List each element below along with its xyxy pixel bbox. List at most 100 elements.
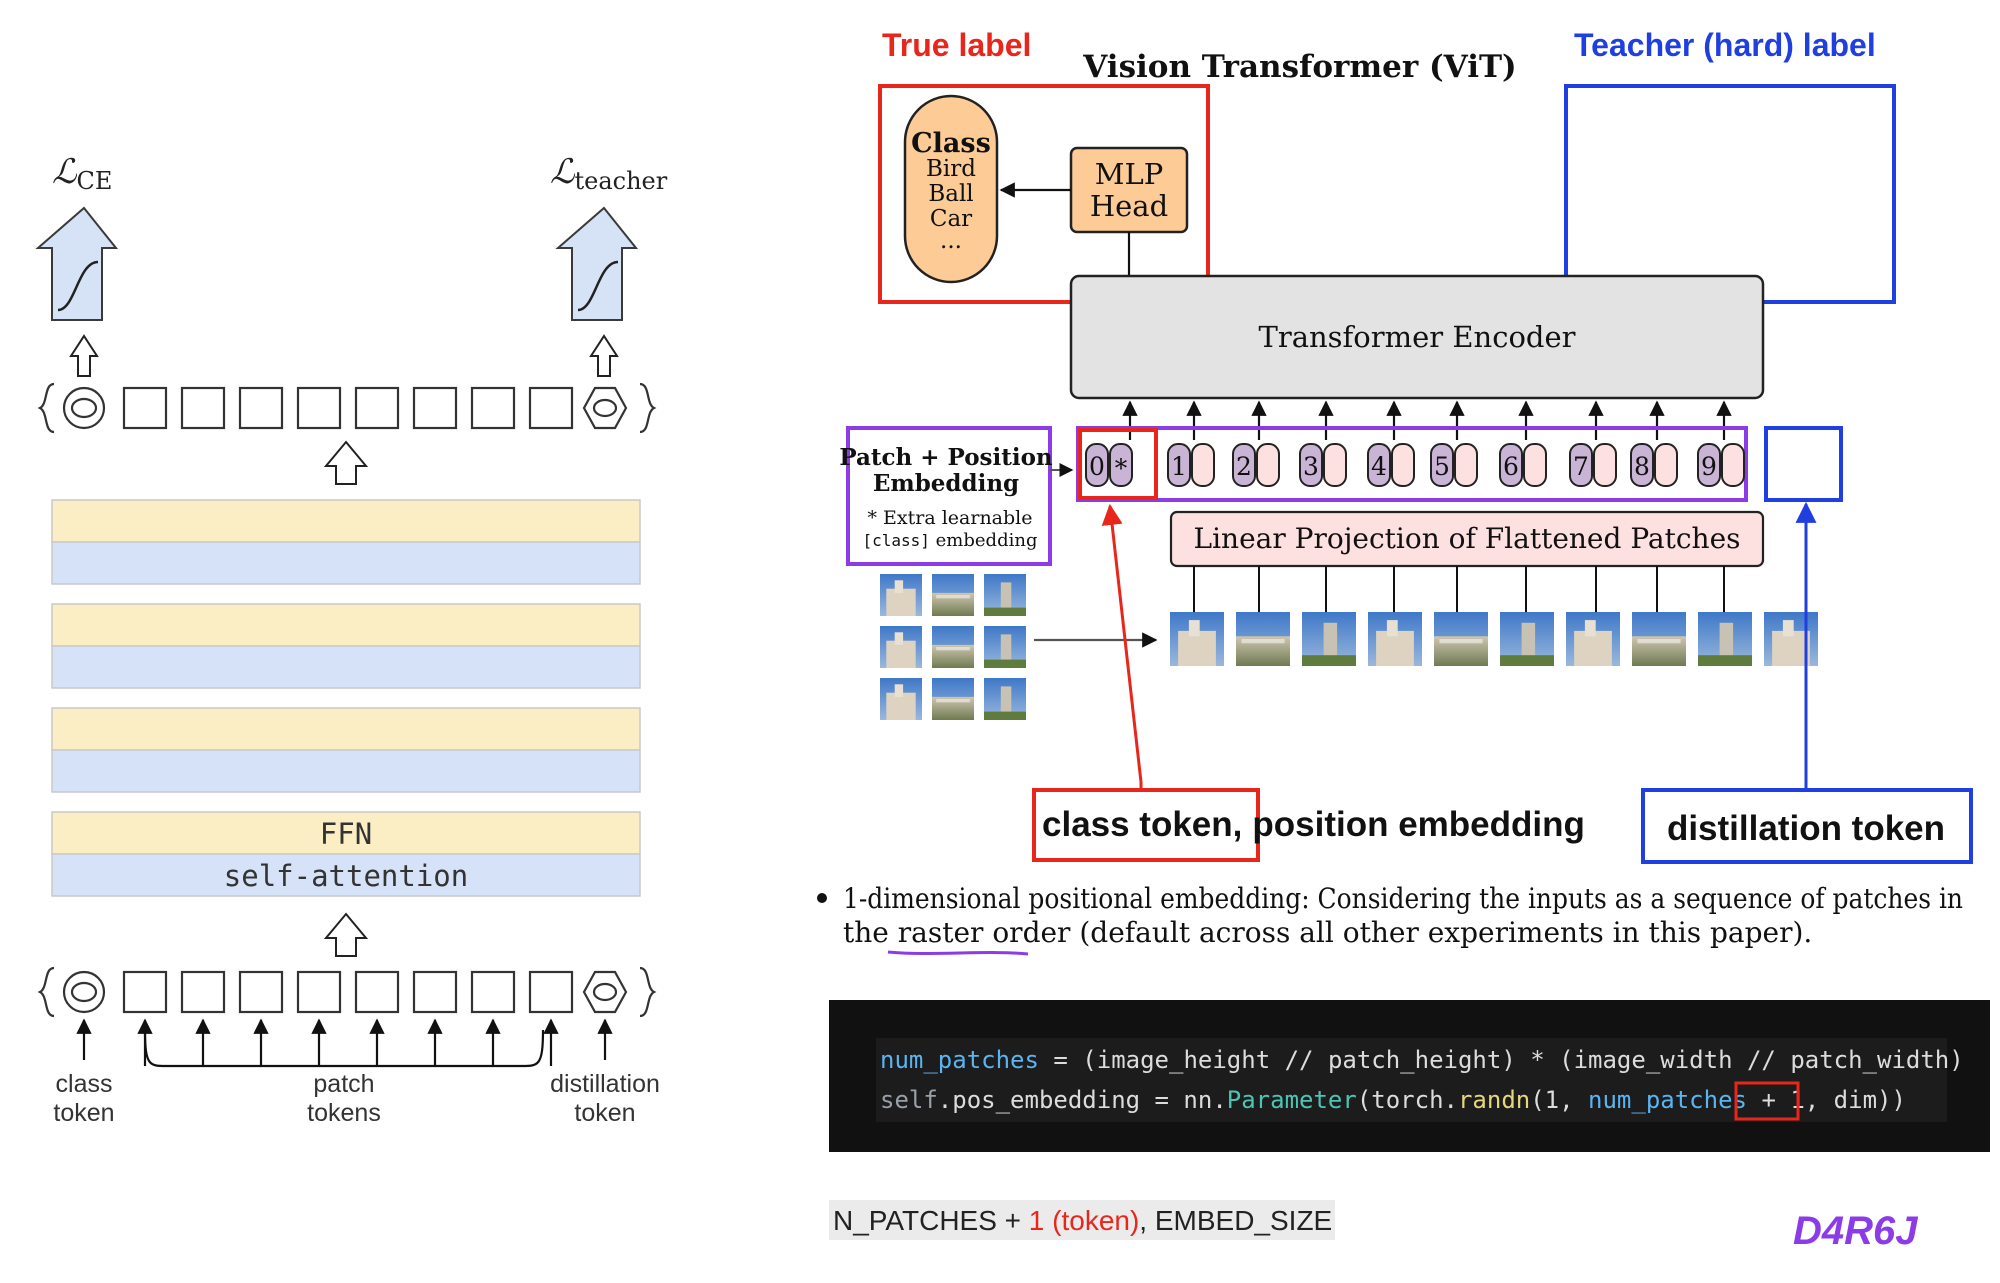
position-number: 3 xyxy=(1303,452,1319,481)
true-label-box xyxy=(878,84,1210,304)
patch-token-icon xyxy=(354,386,400,430)
linear-projection-box xyxy=(1169,510,1765,568)
up-arrow-icon xyxy=(323,912,369,957)
patch-token-icon xyxy=(470,386,516,430)
patch-token-icon xyxy=(296,386,342,430)
loss-teacher-label: ℒteacher xyxy=(550,152,668,195)
distillation-token-slot xyxy=(1764,426,1843,502)
image-patch xyxy=(932,574,974,616)
deit-diagram: ℒCE ℒteacher xyxy=(35,152,668,1127)
source-image-grid xyxy=(880,574,1026,720)
ffn-label: FFN xyxy=(320,817,372,851)
up-arrow-icon xyxy=(323,440,369,485)
patch-position-title: Embedding xyxy=(873,470,1019,497)
plus-one-highlight xyxy=(1734,1081,1800,1121)
position-number: 8 xyxy=(1634,452,1650,481)
mlp-head-label: MLP xyxy=(1095,157,1163,191)
class-token-marker: * xyxy=(1115,454,1128,483)
patch-token-icon xyxy=(412,386,458,430)
embedded-token: 2 xyxy=(1232,443,1280,487)
image-patch xyxy=(1764,612,1818,666)
embedded-token: 1 xyxy=(1167,443,1215,487)
transformer-encoder-label: Transformer Encoder xyxy=(1259,320,1576,354)
patch-position-legend-box xyxy=(846,426,1052,566)
patch-token-icon xyxy=(470,970,516,1014)
code-line-1: num_patches = (image_height // patch_hei… xyxy=(880,1046,1964,1074)
embedded-token: 9 xyxy=(1697,443,1745,487)
image-patch xyxy=(1632,612,1686,666)
image-patch xyxy=(932,678,974,720)
distillation-token-annotation: distillation token xyxy=(1667,809,1945,848)
patch-token-icon xyxy=(180,970,226,1014)
embedded-token: 3 xyxy=(1299,443,1347,487)
patch-token-icon xyxy=(238,970,284,1014)
class-item: Car xyxy=(930,206,972,232)
position-number: 2 xyxy=(1236,452,1252,481)
code-line-2: self.pos_embedding = nn.Parameter(torch.… xyxy=(880,1086,1906,1114)
image-patch xyxy=(984,574,1026,616)
patch-token-icon xyxy=(528,970,574,1014)
patch-token-icon xyxy=(180,386,226,430)
patch-token-icon xyxy=(238,386,284,430)
image-patch xyxy=(1170,612,1224,666)
distillation-token-icon xyxy=(582,970,628,1014)
image-patch xyxy=(1434,612,1488,666)
class-token-annotation: class token,position embedding xyxy=(1042,805,1585,844)
patch-token-icon xyxy=(296,970,342,1014)
output-token-row xyxy=(37,382,657,434)
image-patch xyxy=(984,678,1026,720)
flattened-patches xyxy=(1170,612,1818,666)
image-patch xyxy=(1302,612,1356,666)
embedded-token: 8 xyxy=(1630,443,1678,487)
linear-projection-label: Linear Projection of Flattened Patches xyxy=(1193,522,1740,555)
loss-ce-label: ℒCE xyxy=(52,152,112,195)
class-token-pointer xyxy=(1101,503,1143,790)
bullet-dot xyxy=(817,893,827,903)
class-item: Ball xyxy=(928,181,973,207)
position-number: 6 xyxy=(1503,452,1519,481)
mlp-head-label: Head xyxy=(1090,189,1168,223)
signature-logo: D4R6J xyxy=(1793,1209,1918,1253)
ffn-block xyxy=(51,811,641,855)
raster-order-underline xyxy=(887,950,1029,956)
class-token-icon xyxy=(62,970,106,1014)
image-patch xyxy=(1698,612,1752,666)
patch-token-icon xyxy=(122,386,168,430)
softmax-ce-icon xyxy=(35,206,119,321)
self-attention-label: self-attention xyxy=(224,859,468,893)
input-token-row xyxy=(37,966,657,1018)
bullet-line-2: the raster order (default across all oth… xyxy=(843,916,1812,949)
patch-token-icon xyxy=(412,970,458,1014)
class-token-icon xyxy=(62,386,106,430)
embedded-token: 7 xyxy=(1569,443,1617,487)
image-patch xyxy=(932,626,974,668)
vit-diagram: Vision Transformer (ViT) True label Teac… xyxy=(839,27,1973,864)
distillation-token-icon xyxy=(582,386,628,430)
transformer-encoder-box xyxy=(1069,274,1765,400)
image-patch xyxy=(880,574,922,616)
position-number: 5 xyxy=(1434,452,1450,481)
patch-token-icon xyxy=(354,970,400,1014)
patch-token-icon xyxy=(528,386,574,430)
image-patch xyxy=(1566,612,1620,666)
shape-caption: N_PATCHES + 1 (token), EMBED_SIZE xyxy=(829,1200,1335,1240)
position-number: 1 xyxy=(1171,452,1187,481)
class-token-annotation-box xyxy=(1032,788,1260,862)
embedded-token: 5 xyxy=(1430,443,1478,487)
patch-bracket xyxy=(143,1029,545,1068)
class-heading: Class xyxy=(911,128,991,159)
image-patch xyxy=(1236,612,1290,666)
image-patch xyxy=(1500,612,1554,666)
embedded-token: 4 xyxy=(1367,443,1415,487)
up-arrow-icon xyxy=(589,334,619,377)
up-arrow-icon xyxy=(69,334,99,377)
class-embedding-note: [class] embedding xyxy=(863,530,1038,551)
bullet-paragraph: 1-dimensional positional embedding: Cons… xyxy=(817,882,1963,956)
teacher-label-box xyxy=(1564,84,1896,304)
code-block: num_patches = (image_height // patch_hei… xyxy=(829,1000,1990,1152)
patch-token-icon xyxy=(122,970,168,1014)
transformer-blocks: FFN self-attention xyxy=(51,499,641,897)
